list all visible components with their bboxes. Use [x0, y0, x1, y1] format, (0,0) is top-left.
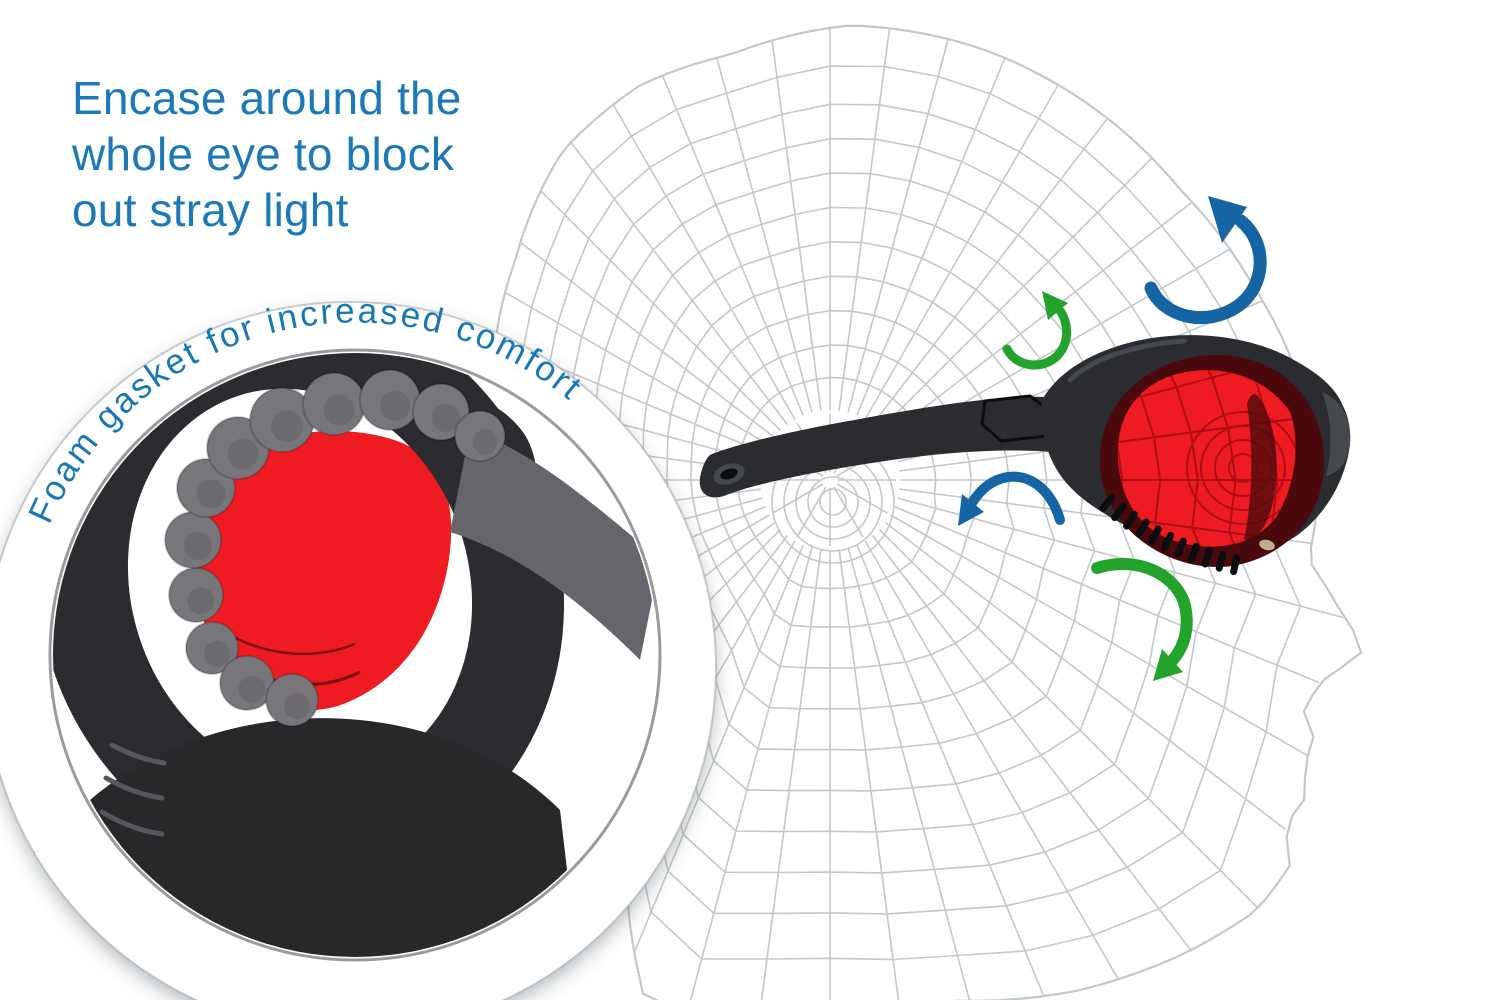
small-blue-curved-arrow-icon [958, 471, 1065, 526]
headline-line-1: Encase around the [72, 72, 462, 124]
headline-line-2: whole eye to block [71, 128, 455, 180]
hinge-pin [1259, 539, 1275, 551]
small-green-curved-arrow-icon [1002, 291, 1071, 370]
inset-red-lens [195, 431, 452, 711]
headline-text: Encase around the whole eye to block out… [71, 72, 462, 236]
rotation-arrows [958, 196, 1267, 681]
lens-reflection-shadow [1244, 394, 1277, 541]
foam-detail-inset: Foam gasket for increased comfort [0, 291, 717, 1000]
inset-frame-ridges [99, 742, 167, 837]
frame-top-highlight [1067, 338, 1188, 383]
large-green-curved-arrow-icon [1091, 558, 1193, 681]
frame-vent-slots [1099, 494, 1241, 576]
inset-frame-bottom [90, 718, 580, 957]
temple-tip-recess-inner [720, 468, 738, 480]
headline-line-3: out stray light [72, 184, 349, 236]
lens-tinted-wireframe [1117, 370, 1296, 547]
foam-gasket-bumps [164, 369, 506, 727]
frame-side-tab [1322, 392, 1351, 476]
inset-temple-wing [450, 430, 657, 660]
glasses-temple-arm [699, 396, 1052, 498]
foam-gasket-photo [53, 353, 657, 957]
safety-glasses [699, 335, 1351, 576]
large-blue-curved-arrow-icon [1144, 196, 1267, 325]
